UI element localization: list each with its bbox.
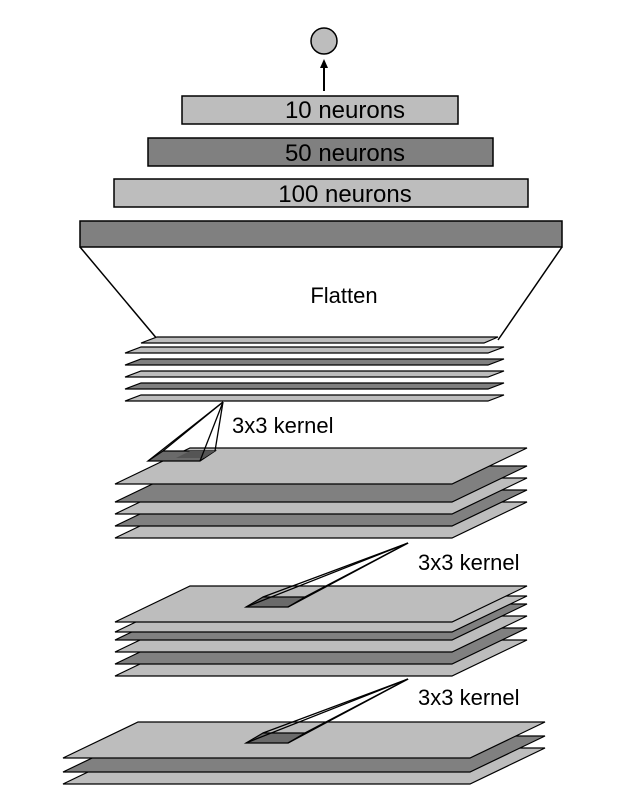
feature-stack-3: [114, 585, 528, 677]
kernel-label: 3x3 kernel: [418, 550, 520, 575]
feature-map: [124, 358, 505, 366]
dense-layer-100: 100 neurons: [113, 178, 529, 208]
feature-stack-bottom: [62, 721, 546, 785]
feature-map: [124, 394, 505, 402]
feature-map: [140, 336, 499, 344]
dense-layer-10: 10 neurons: [181, 95, 459, 125]
flatten-edge-left: [79, 246, 159, 341]
kernel-patch-cell: [176, 451, 215, 458]
output-node: [310, 27, 338, 55]
dense-layer-label: 100 neurons: [278, 181, 411, 208]
dense-layer-label: 50 neurons: [285, 140, 405, 167]
flatten-vector-bar: [79, 220, 563, 248]
output-arrow-head: [320, 59, 328, 68]
feature-map: [62, 721, 546, 759]
kernel-label: 3x3 kernel: [418, 685, 520, 710]
feature-map: [124, 370, 505, 378]
feature-stack-2: [114, 447, 528, 539]
feature-map: [114, 585, 528, 623]
feature-map: [124, 346, 505, 354]
flatten-edge-right: [497, 246, 563, 341]
feature-stack-top: [124, 336, 505, 402]
dense-layer-label: 10 neurons: [285, 97, 405, 124]
dense-layer-50: 50 neurons: [147, 137, 494, 167]
kernel-connector-2: [245, 542, 409, 608]
kernel-connector-1: [147, 401, 224, 462]
kernel-label: 3x3 kernel: [232, 413, 334, 438]
kernel-connector-3: [245, 678, 409, 744]
feature-map: [124, 382, 505, 390]
feature-map: [114, 447, 528, 485]
flatten-label: Flatten: [310, 283, 377, 308]
